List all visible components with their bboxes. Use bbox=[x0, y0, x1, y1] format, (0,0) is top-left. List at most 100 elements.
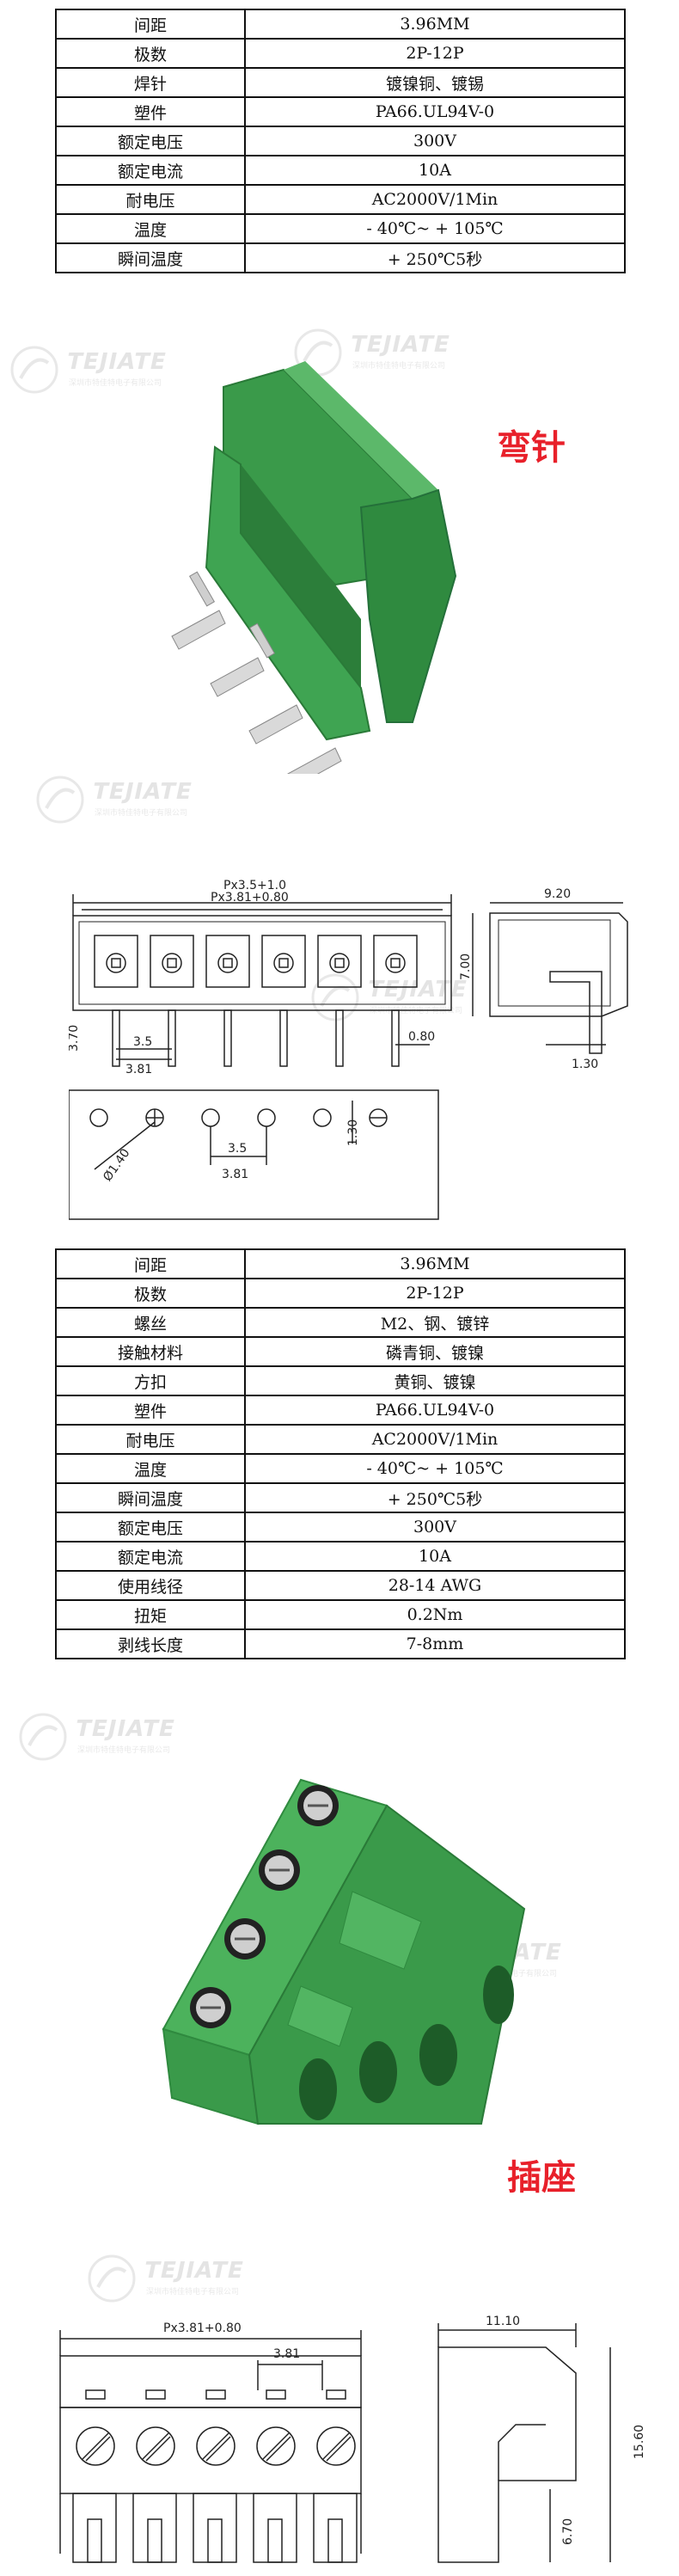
dim-plug-side-width: 11.10 bbox=[486, 2315, 520, 2328]
dim-plug-pitch: 3.81 bbox=[273, 2347, 300, 2361]
bent-pin-connector-photo bbox=[171, 361, 457, 774]
watermark-emblem-icon bbox=[36, 776, 84, 824]
spec-label: 塑件 bbox=[55, 1395, 246, 1426]
spec-label: 额定电压 bbox=[55, 126, 246, 156]
dim-hole-dia: Ø1.40 bbox=[101, 1146, 132, 1184]
spec-value: 28-14 AWG bbox=[244, 1570, 626, 1601]
spec-label: 接触材料 bbox=[55, 1336, 246, 1367]
screw-icon bbox=[259, 1849, 300, 1891]
dim-plug-pitch-total: Px3.81+0.80 bbox=[163, 2321, 242, 2335]
watermark-emblem-icon bbox=[311, 973, 359, 1021]
table-row: 瞬间温度+ 250℃5秒 bbox=[55, 242, 626, 273]
dim-side-width: 9.20 bbox=[544, 887, 571, 901]
dim-plug-side-height: 15.60 bbox=[633, 2425, 646, 2459]
spec-label: 额定电流 bbox=[55, 155, 246, 186]
spec-value: + 250℃5秒 bbox=[244, 242, 626, 273]
dim-side-height: 7.00 bbox=[459, 954, 473, 980]
screw-icon bbox=[190, 1987, 231, 2028]
spec-value: 磷青铜、镀镍 bbox=[244, 1336, 626, 1367]
spec-value: M2、钢、镀锌 bbox=[244, 1307, 626, 1338]
spec-label: 瞬间温度 bbox=[55, 1482, 246, 1513]
plug-front-view bbox=[59, 2330, 362, 2563]
dim-hole-offset: 1.30 bbox=[346, 1119, 360, 1146]
spec-value: - 40℃~ + 105℃ bbox=[244, 1453, 626, 1484]
watermark-sub: 深圳市特佳特电子有限公司 bbox=[95, 809, 188, 818]
spec-value: PA66.UL94V-0 bbox=[244, 96, 626, 127]
spec-value: 2P-12P bbox=[244, 38, 626, 69]
spec-label: 焊针 bbox=[55, 67, 246, 98]
watermark-emblem-icon bbox=[88, 2254, 136, 2303]
watermark-brand: TEJIATE bbox=[141, 2258, 247, 2284]
plug-side-view bbox=[437, 2323, 611, 2563]
spec-value: - 40℃~ + 105℃ bbox=[244, 213, 626, 244]
dim-pitch-b: 3.81 bbox=[125, 1063, 152, 1076]
spec-label: 温度 bbox=[55, 1453, 246, 1484]
table-row: 方扣黄铜、镀镍 bbox=[55, 1365, 626, 1396]
spec-label: 方扣 bbox=[55, 1365, 246, 1396]
spec-label: 间距 bbox=[55, 9, 246, 40]
spec-label: 瞬间温度 bbox=[55, 242, 246, 273]
side-view bbox=[472, 902, 628, 1054]
spec-label: 温度 bbox=[55, 213, 246, 244]
dim-pitch-a: 3.5 bbox=[133, 1035, 152, 1049]
dim-height: 3.70 bbox=[69, 1025, 81, 1052]
watermark-emblem-icon bbox=[19, 1713, 67, 1761]
screw-icon bbox=[224, 1918, 266, 1960]
spec-value: 10A bbox=[244, 1541, 626, 1572]
section-label-plug: 插座 bbox=[507, 2158, 576, 2198]
plug-technical-drawing: Px3.81+0.80 3.81 11.10 15.60 6.70 bbox=[59, 2315, 646, 2563]
bent-pin-technical-drawing: Px3.5+1.0 Px3.81+0.80 3.70 3.5 3.81 0.80… bbox=[69, 879, 628, 1220]
table-row: 接触材料磷青铜、镀镍 bbox=[55, 1336, 626, 1367]
watermark-brand: TEJIATE bbox=[72, 1716, 178, 1742]
spec-value: 3.96MM bbox=[244, 9, 626, 40]
dim-hole-pitch-a: 3.5 bbox=[228, 1142, 247, 1156]
spec-label: 使用线径 bbox=[55, 1570, 246, 1601]
spec-label: 扭矩 bbox=[55, 1599, 246, 1630]
spec-label: 耐电压 bbox=[55, 1424, 246, 1455]
dim-pitch-inner: Px3.81+0.80 bbox=[211, 891, 289, 905]
watermark-logo: TEJIATE 深圳市特佳特电子有限公司 bbox=[309, 972, 524, 1040]
section-label-bent: 弯针 bbox=[497, 428, 566, 468]
spec-label: 极数 bbox=[55, 1278, 246, 1309]
front-view bbox=[72, 894, 452, 1067]
spec-value: 300V bbox=[244, 126, 626, 156]
watermark-sub: 深圳市特佳特电子有限公司 bbox=[69, 379, 162, 388]
spec-value: 300V bbox=[244, 1512, 626, 1543]
watermark-emblem-icon bbox=[10, 346, 58, 394]
spec-label: 额定电流 bbox=[55, 1541, 246, 1572]
dim-pitch-total: Px3.5+1.0 bbox=[223, 879, 286, 892]
dim-plug-pin-len: 6.70 bbox=[561, 2518, 575, 2545]
spec-value: AC2000V/1Min bbox=[244, 184, 626, 215]
table-row: 瞬间温度+ 250℃5秒 bbox=[55, 1482, 626, 1513]
spec-label: 螺丝 bbox=[55, 1307, 246, 1338]
spec-value: 0.2Nm bbox=[244, 1599, 626, 1630]
spec-value: + 250℃5秒 bbox=[244, 1482, 626, 1513]
spec-label: 极数 bbox=[55, 38, 246, 69]
watermark-logo: TEJIATE 深圳市特佳特电子有限公司 bbox=[17, 1711, 232, 1780]
watermark-sub: 深圳市特佳特电子有限公司 bbox=[146, 2288, 240, 2297]
spec-value: 10A bbox=[244, 155, 626, 186]
watermark-logo: TEJIATE 深圳市特佳特电子有限公司 bbox=[86, 2253, 301, 2321]
plug-connector-photo bbox=[162, 1778, 526, 2125]
spec-value: 黄铜、镀镍 bbox=[244, 1365, 626, 1396]
watermark-sub: 深圳市特佳特电子有限公司 bbox=[370, 1007, 463, 1015]
